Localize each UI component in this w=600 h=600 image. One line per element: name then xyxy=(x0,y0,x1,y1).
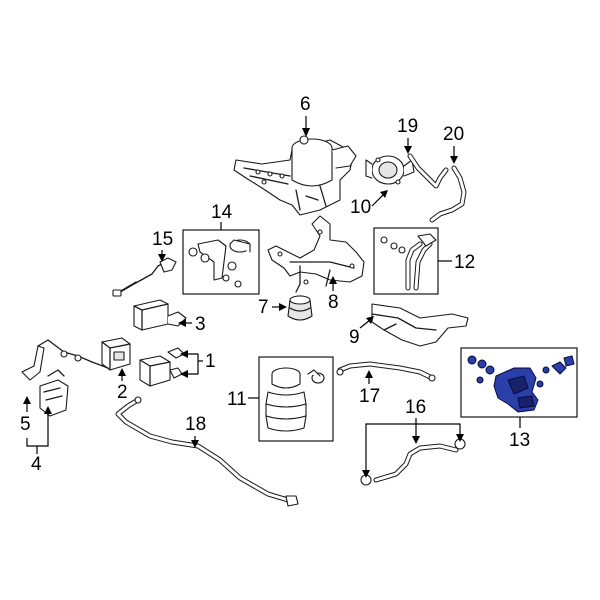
svg-text:2: 2 xyxy=(117,382,128,403)
box-12 xyxy=(373,227,439,295)
part-16-air-line xyxy=(360,438,466,486)
svg-text:1: 1 xyxy=(205,351,216,372)
callout-11: 11 xyxy=(227,389,259,410)
callout-6: 6 xyxy=(300,94,311,137)
callout-20: 20 xyxy=(443,124,464,164)
box-14 xyxy=(182,229,260,295)
callout-18: 18 xyxy=(185,414,206,448)
callout-4: 4 xyxy=(26,406,52,475)
part-7-bushing xyxy=(287,295,313,321)
svg-text:8: 8 xyxy=(328,292,339,313)
callout-17: 17 xyxy=(359,370,380,407)
svg-text:12: 12 xyxy=(454,252,475,273)
svg-text:3: 3 xyxy=(195,314,206,335)
box-11 xyxy=(258,356,334,442)
part-17-tube xyxy=(336,361,436,382)
callout-12: 12 xyxy=(438,252,475,273)
svg-text:20: 20 xyxy=(443,124,464,145)
callout-14: 14 xyxy=(211,202,233,230)
svg-text:18: 18 xyxy=(185,414,206,435)
callout-16: 16 xyxy=(362,397,464,478)
callout-1: 1 xyxy=(180,350,216,378)
part-10-solenoid xyxy=(365,155,415,185)
part-13-highlighted xyxy=(467,355,575,413)
svg-text:7: 7 xyxy=(258,297,269,318)
part-19-hose xyxy=(407,153,449,189)
svg-text:14: 14 xyxy=(211,202,233,223)
part-4-height-sensor xyxy=(21,339,109,417)
svg-text:16: 16 xyxy=(405,397,426,418)
callout-5: 5 xyxy=(20,396,31,435)
svg-text:9: 9 xyxy=(349,327,360,348)
callout-2: 2 xyxy=(117,368,128,403)
callout-8: 8 xyxy=(328,276,339,313)
box-13 xyxy=(460,347,578,418)
part-1-relay xyxy=(139,347,185,387)
svg-text:17: 17 xyxy=(359,386,380,407)
callout-7: 7 xyxy=(258,297,287,318)
svg-text:6: 6 xyxy=(300,94,311,115)
callout-19: 19 xyxy=(397,116,418,154)
svg-text:11: 11 xyxy=(227,389,247,410)
part-6-air-pump-assembly xyxy=(233,135,357,216)
callout-3: 3 xyxy=(178,314,206,335)
svg-text:4: 4 xyxy=(31,454,42,475)
svg-text:19: 19 xyxy=(397,116,418,137)
svg-text:5: 5 xyxy=(20,414,31,435)
svg-text:13: 13 xyxy=(509,430,530,451)
svg-text:15: 15 xyxy=(152,229,173,250)
part-18-air-line xyxy=(115,396,299,507)
callout-15: 15 xyxy=(152,229,173,262)
callout-10: 10 xyxy=(350,190,388,218)
part-2-relay xyxy=(101,337,131,371)
part-8-bracket xyxy=(267,215,365,293)
callout-13: 13 xyxy=(509,417,530,451)
svg-text:10: 10 xyxy=(350,197,371,218)
callout-9: 9 xyxy=(349,316,374,348)
part-3-control-module xyxy=(133,299,187,331)
part-9-shield xyxy=(371,303,469,347)
part-20-hose xyxy=(429,165,467,223)
part-15-sensor xyxy=(112,257,177,297)
